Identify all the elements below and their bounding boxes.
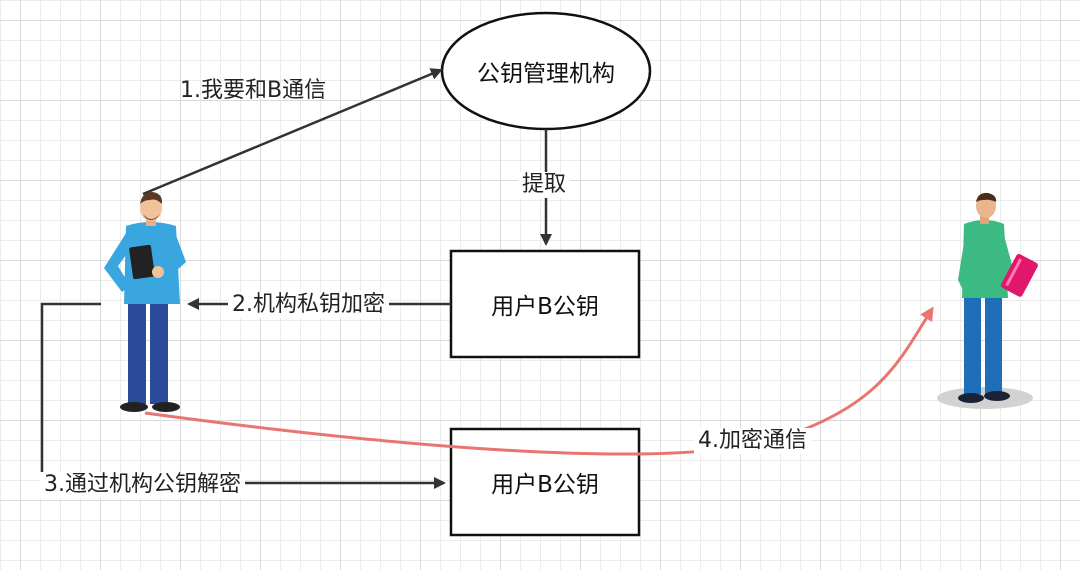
- public-key-label-bottom: 用户B公钥: [491, 472, 599, 498]
- step1-label: 1.我要和B通信: [180, 78, 327, 103]
- step2-label: 2.机构私钥加密: [228, 292, 389, 318]
- authority-label: 公钥管理机构: [477, 61, 615, 87]
- edge-request: [142, 68, 443, 196]
- person-with-tablet-icon: [104, 192, 186, 412]
- public-key-box-bottom: [449, 427, 641, 537]
- public-key-box-top: [449, 249, 641, 359]
- extract-label: 提取: [518, 172, 571, 198]
- step3-label: 3.通过机构公钥解密: [40, 472, 245, 498]
- person-with-book-icon: [937, 192, 1038, 409]
- public-key-label-top: 用户B公钥: [491, 294, 599, 320]
- edge-public-key-decrypt: [40, 302, 446, 489]
- step4-label: 4.加密通信: [694, 428, 811, 454]
